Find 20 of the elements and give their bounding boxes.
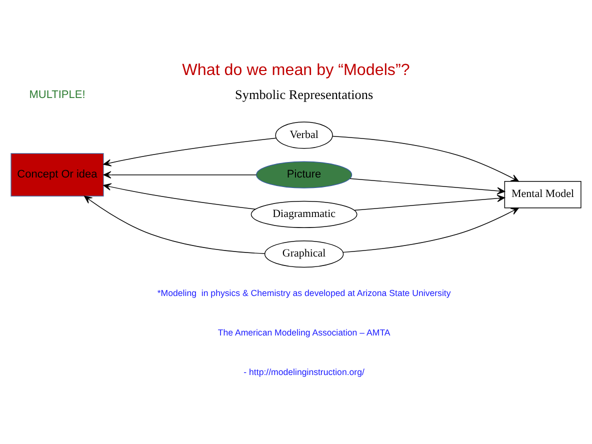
node-box: Mental Model — [504, 180, 582, 208]
node-box: Concept Or idea — [10, 152, 104, 196]
diagram-title: What do we mean by “Models”? — [182, 60, 410, 78]
node-ellipse: Diagrammatic — [250, 200, 358, 228]
arrow — [84, 195, 266, 254]
arrow — [103, 137, 276, 166]
node-ellipse: Graphical — [264, 240, 344, 268]
label: The American Modeling Association – AMTA — [218, 327, 390, 338]
arrow — [354, 194, 506, 210]
label: Symbolic Representations — [235, 86, 374, 102]
arrow — [103, 182, 256, 210]
arrow — [342, 207, 519, 252]
arrow — [350, 178, 506, 194]
label: - http://modelinginstruction.org/ — [244, 366, 364, 377]
label: *Modeling in physics & Chemistry as developed at Arizona State University — [157, 287, 451, 298]
label: MULTIPLE! — [29, 88, 86, 101]
arrow — [103, 170, 257, 178]
node-ellipse: Picture — [256, 160, 352, 188]
node-ellipse: Verbal — [275, 121, 333, 148]
arrow — [332, 135, 519, 182]
